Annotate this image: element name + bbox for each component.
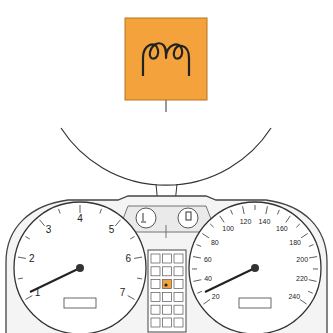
- warning-lamp: [163, 280, 172, 289]
- warning-lamp: [163, 267, 172, 276]
- divider: [166, 225, 167, 238]
- dial-tick: [266, 206, 268, 214]
- dial-tick: [301, 234, 308, 238]
- warning-lamps: [151, 254, 183, 327]
- speedometer-number: 100: [222, 225, 234, 232]
- tachometer-number: 7: [120, 288, 126, 298]
- temperature-gauge: [136, 208, 156, 228]
- needle-hub: [76, 264, 84, 272]
- tachometer-number: 1: [35, 288, 41, 298]
- dial-tick: [134, 257, 142, 258]
- warning-lamp: [151, 267, 160, 276]
- dial-tick: [137, 278, 142, 280]
- speedometer-number: 160: [276, 225, 288, 232]
- dial-tick: [58, 209, 60, 214]
- warning-lamp: [151, 318, 160, 327]
- dial-tick: [192, 268, 197, 269]
- dial-tick: [296, 224, 300, 228]
- tachometer-number: 4: [77, 214, 83, 224]
- dial-tick: [210, 224, 214, 228]
- dial-tick: [80, 205, 81, 213]
- dial-tick: [197, 291, 202, 293]
- speedometer-ticks: [192, 205, 318, 304]
- dial-tick: [313, 268, 318, 269]
- warning-lamp: [163, 305, 172, 314]
- warning-lamp: [151, 254, 160, 263]
- dial-tick: [255, 205, 256, 210]
- speedometer-number: 140: [259, 217, 271, 224]
- speedometer-number: 80: [211, 238, 219, 245]
- tachometer-number: 3: [46, 225, 52, 235]
- warning-lamp: [163, 254, 172, 263]
- warning-lamp: [151, 280, 160, 289]
- glow-plug-symbol: [143, 43, 189, 76]
- leader-dot: [164, 283, 167, 286]
- dial-tick: [286, 216, 290, 223]
- dial-tick: [25, 296, 32, 300]
- tachometer-number: 6: [125, 254, 131, 264]
- warning-lamp: [174, 267, 183, 276]
- dial-tick: [128, 296, 135, 300]
- dial-tick: [18, 278, 23, 280]
- dial-tick: [130, 237, 134, 240]
- dial-tick: [203, 300, 210, 305]
- magnifier-arc: [61, 128, 271, 185]
- speedometer-number: 200: [296, 256, 308, 263]
- dial-tick: [308, 291, 313, 293]
- dial-tick: [202, 234, 209, 238]
- dial-tick: [309, 245, 314, 247]
- temperature-icon: [141, 213, 146, 222]
- speedometer-number: 180: [289, 238, 301, 245]
- dial-tick: [243, 206, 245, 214]
- clock-display: [64, 298, 96, 308]
- warning-lamp: [174, 280, 183, 289]
- speedometer-number: 40: [204, 275, 212, 282]
- speedometer-number: 20: [212, 292, 220, 299]
- warning-lamp: [174, 254, 183, 263]
- warning-light-panel: [148, 250, 186, 332]
- dial-tick: [231, 210, 233, 215]
- dial-tick: [309, 280, 317, 282]
- leader-line: [166, 100, 167, 112]
- needle-hub: [251, 264, 259, 272]
- tachometer-dial: [14, 202, 146, 333]
- warning-lamp: [174, 292, 183, 301]
- dial-tick: [25, 237, 29, 240]
- dial-tick: [40, 220, 45, 226]
- fuel-gauge: [178, 208, 198, 228]
- tachometer-ticks: [18, 205, 142, 300]
- dial-tick: [100, 209, 102, 214]
- cluster-housing: [6, 196, 327, 333]
- dial-tick: [115, 220, 120, 226]
- speedometer-number: 120: [240, 217, 252, 224]
- warning-lamp: [151, 305, 160, 314]
- warning-lamp: [163, 292, 172, 301]
- warning-lamp: [163, 318, 172, 327]
- warning-lamp: [174, 318, 183, 327]
- speedometer-dial: [189, 202, 321, 333]
- dial-tick: [193, 280, 201, 282]
- dial-tick: [277, 210, 279, 215]
- dial-tick: [220, 216, 224, 223]
- fuel-icon: [186, 212, 191, 220]
- speedometer-number: 240: [288, 292, 300, 299]
- speedometer-number: 60: [204, 256, 212, 263]
- dial-tick: [197, 245, 202, 247]
- dial-tick: [18, 257, 26, 258]
- warning-lamp: [151, 292, 160, 301]
- speedometer-number: 220: [296, 275, 308, 282]
- tachometer-number: 5: [109, 225, 115, 235]
- dial-tick: [300, 300, 307, 305]
- tachometer-number: 2: [29, 254, 35, 264]
- glow-plug-lamp: [125, 18, 207, 100]
- dial-tick: [309, 257, 317, 258]
- dial-tick: [193, 257, 201, 258]
- speedometer-needle: [205, 268, 255, 292]
- odometer-display: [239, 298, 271, 308]
- warning-lamp: [174, 305, 183, 314]
